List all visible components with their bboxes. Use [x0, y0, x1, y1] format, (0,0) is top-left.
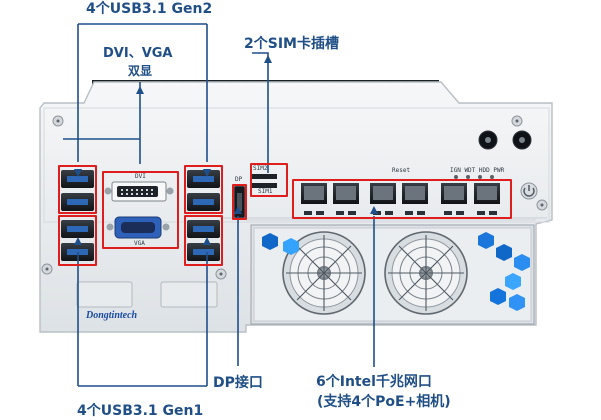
sim-slots-graphic [251, 174, 277, 188]
dual-display-callout: 双显 [128, 64, 153, 78]
lan-ports-frame [292, 179, 512, 219]
power-button-graphic [520, 182, 538, 200]
status-leds [454, 175, 494, 179]
vga-label: VGA [134, 240, 145, 247]
dp-label: DP [235, 176, 243, 183]
hexagon-decoration [262, 232, 530, 311]
sim2-label: SIM2 [253, 165, 268, 172]
brand-logo-text: Dongtintech [86, 310, 138, 321]
reset-label: Reset [392, 167, 411, 174]
antenna-connectors [478, 130, 532, 150]
usb-gen1-right-frame [184, 215, 223, 266]
usb-gen1-left-frame [58, 215, 97, 266]
fan-icon-left [282, 231, 366, 315]
video-ports-frame [102, 171, 179, 249]
dp-port-callout: DP接口 [213, 375, 263, 391]
usb31-gen1-callout: 4个USB3.1 Gen1 [77, 403, 204, 419]
usb-ports-right [187, 170, 220, 261]
diagram-arrowheads [74, 55, 378, 245]
dvi-port-graphic [104, 181, 174, 202]
usb31-gen2-callout: 4个USB3.1 Gen2 [86, 1, 213, 17]
vga-port-graphic [106, 216, 170, 239]
display-port-frame [232, 184, 247, 220]
intel-lan-callout: 6个Intel千兆网口 [316, 374, 432, 390]
front-cover-panels [76, 281, 218, 308]
sim-slots-frame [250, 163, 288, 197]
diagram-connectors [63, 23, 375, 387]
dvi-vga-callout: DVI、VGA [103, 46, 173, 61]
corner-screws [41, 115, 548, 280]
sim1-label: SIM1 [258, 188, 273, 195]
fan-icon-right [384, 231, 468, 315]
usb-gen2-right-frame [184, 165, 223, 214]
lan-ports-graphic [301, 183, 500, 215]
led-labels: IGN WDT HDD PWR [450, 167, 505, 174]
poe-camera-callout: (支持4个PoE+相机) [317, 394, 451, 410]
usb-gen2-left-frame [58, 165, 97, 214]
sim-slots-callout: 2个SIM卡插槽 [244, 36, 339, 52]
dvi-label: DVI [135, 173, 146, 180]
